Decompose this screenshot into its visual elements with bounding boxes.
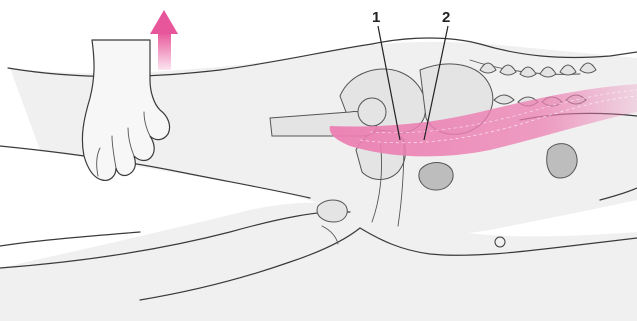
arrow-up-icon bbox=[150, 10, 178, 70]
callout-label-2: 2 bbox=[442, 9, 450, 26]
callout-label-1: 1 bbox=[372, 9, 380, 26]
